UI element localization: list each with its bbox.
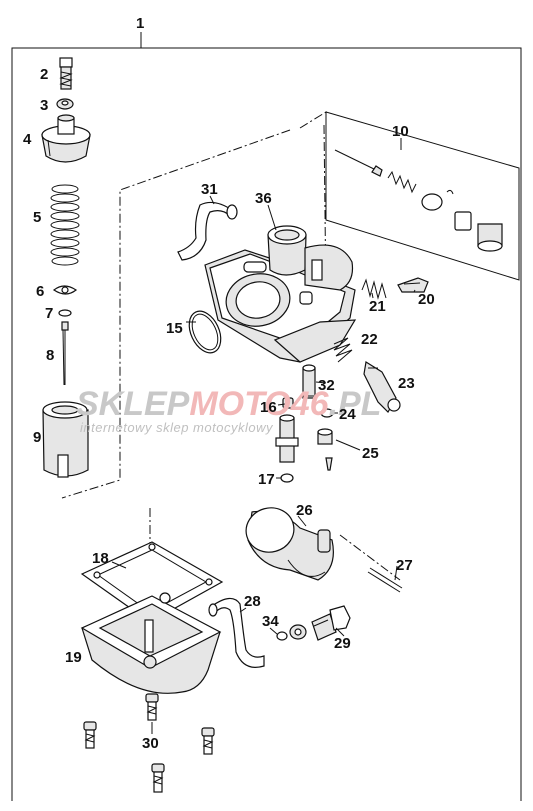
callout-3: 3 [40,97,48,114]
throttle-column [41,57,91,478]
float-valve-25 [317,428,361,471]
callout-36: 36 [255,190,272,207]
vent-hose-31 [177,201,238,261]
callout-27: 27 [396,557,413,574]
jet-needle [61,321,69,386]
e-clip [58,309,72,317]
main-jet-holder [275,414,299,463]
callout-26: 26 [296,502,313,519]
spring-22 [333,337,353,363]
drain-hose-28 [208,597,265,668]
callout-8: 8 [46,347,54,364]
air-screw-23 [363,361,401,413]
callout-4: 4 [23,131,32,148]
needle-spring [387,170,417,194]
bowl-screw [151,763,165,793]
callout-20: 20 [418,291,435,308]
washer-16 [282,397,294,409]
callout-34: 34 [262,613,279,630]
callout-18: 18 [92,550,109,567]
bowl-screw [201,727,215,755]
idle-screw-20 [397,277,429,293]
callout-31: 31 [201,181,218,198]
float-bowl-19 [80,592,222,694]
callout-6: 6 [36,283,44,300]
callout-29: 29 [334,635,351,652]
callout-10: 10 [392,123,409,140]
callout-17: 17 [258,471,275,488]
callout-2: 2 [40,66,48,83]
watermark-tagline: internetowy sklep motocyklowy [80,420,274,435]
bowl-screw [83,721,97,749]
callout-9: 9 [33,429,41,446]
pin-27 [367,567,403,593]
carb-cap [41,114,91,163]
needle-clip [52,285,78,295]
callout-25: 25 [362,445,379,462]
callout-labels: 1 2 3 4 5 6 7 8 9 10 15 16 17 18 19 20 2… [23,15,435,752]
slide-spring [50,184,80,266]
idle-spring-21 [361,278,387,300]
bowl-screw [145,693,159,721]
washer-34 [276,624,307,641]
callout-7: 7 [45,305,53,322]
callout-15: 15 [166,320,183,337]
callout-1: 1 [136,15,144,32]
callout-32: 32 [318,377,335,394]
callout-23: 23 [398,375,415,392]
locknut [56,98,74,110]
pilot-jet-32 [300,364,318,399]
adjuster-screw [59,57,73,90]
callout-5: 5 [33,209,41,226]
drain-screw-29 [311,605,351,641]
bowl-gasket-18 [80,541,224,623]
bowl-screws-30 [83,693,215,793]
watermark-brand: SKLEPMOTO46.PL [76,385,381,423]
intake-clamp-26 [245,507,334,581]
needle-kit-group [325,111,520,281]
callout-30: 30 [142,735,159,752]
carburetor-body [204,225,357,363]
callout-22: 22 [361,331,378,348]
watermark: SKLEPMOTO46.PL internetowy sklep motocyk… [76,385,381,435]
callout-19: 19 [65,649,82,666]
callout-24: 24 [339,406,356,423]
washer-17 [280,473,294,483]
callout-16: 16 [260,399,277,416]
leader-lines [111,138,416,734]
throttle-slide [42,401,89,478]
o-ring-15 [188,310,222,354]
callout-21: 21 [369,298,386,315]
assembly-frame [11,32,522,801]
callout-28: 28 [244,593,261,610]
